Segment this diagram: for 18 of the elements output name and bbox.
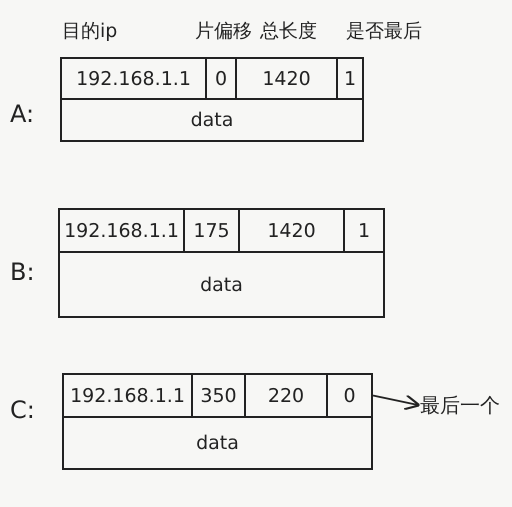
- column-header: 片偏移: [195, 19, 252, 44]
- column-header: 目的ip: [62, 19, 118, 44]
- row-label: B:: [10, 258, 35, 286]
- note-text: 最后一个: [420, 390, 510, 420]
- data-cell: data: [60, 98, 364, 142]
- arrow: [372, 394, 420, 410]
- row-label: C:: [10, 396, 35, 424]
- column-header: 总长度: [260, 19, 317, 44]
- flag-cell: 1: [343, 208, 385, 253]
- flag-cell: 1: [336, 57, 364, 100]
- ip-cell: 192.168.1.1: [58, 208, 185, 253]
- ip-cell: 192.168.1.1: [60, 57, 207, 100]
- column-header: 是否最后: [346, 19, 422, 44]
- flag-cell: 0: [326, 373, 373, 418]
- data-cell: data: [58, 251, 385, 318]
- row-label: A:: [10, 100, 34, 128]
- ip-cell: 192.168.1.1: [62, 373, 193, 418]
- data-cell: data: [62, 416, 373, 470]
